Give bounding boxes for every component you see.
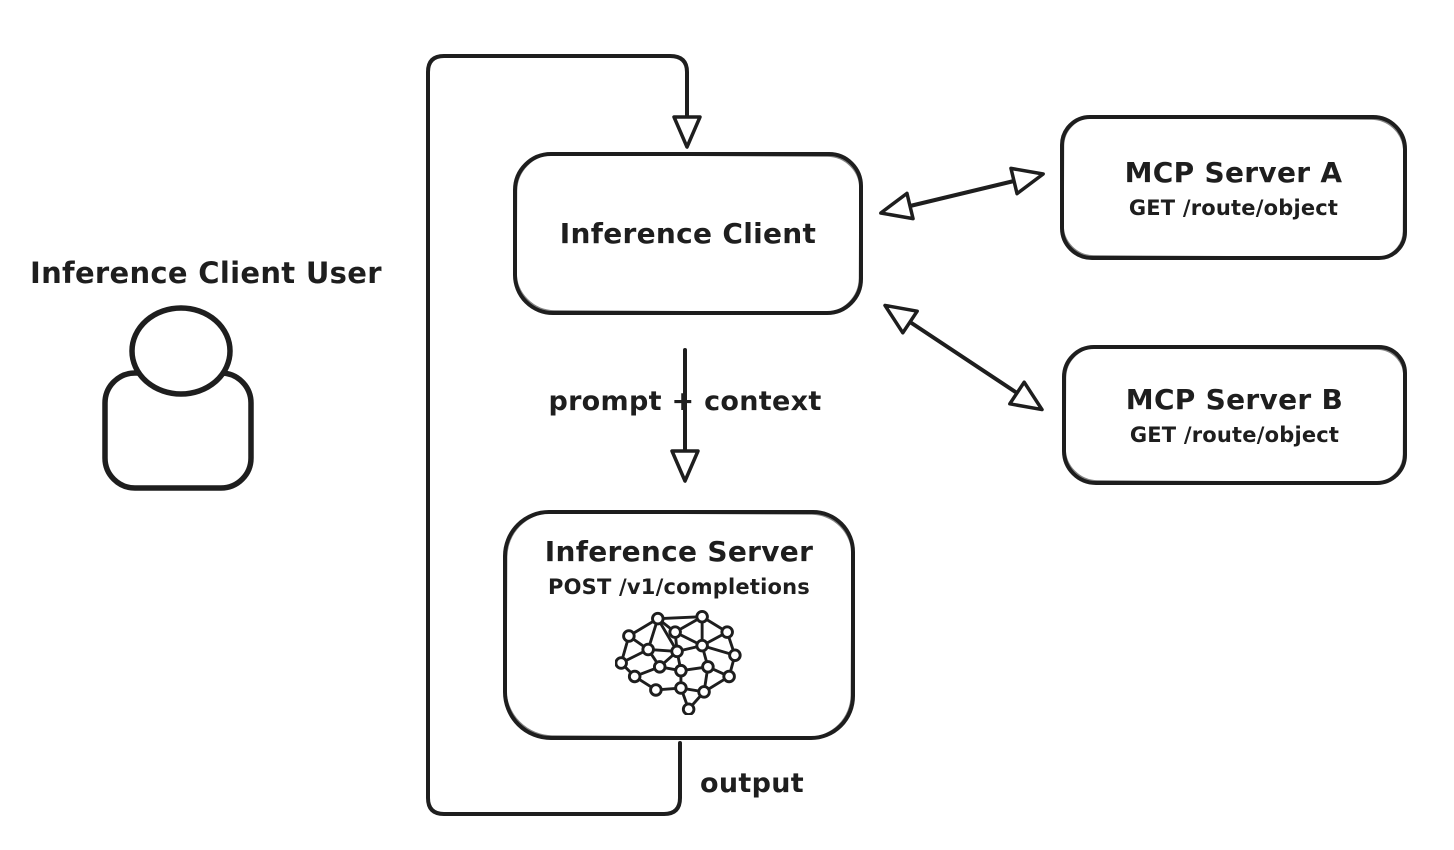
mcp-server-b-title: MCP Server B xyxy=(1125,383,1344,416)
mcp-server-b-arrow xyxy=(883,303,1044,412)
person-head xyxy=(129,305,233,397)
node-mcp-server-a: MCP Server A GET /route/object xyxy=(1060,115,1407,260)
node-inference-client: Inference Client xyxy=(513,152,863,315)
mcp-server-a-arrow xyxy=(879,166,1045,221)
mcp-server-b-endpoint: GET /route/object xyxy=(1129,423,1340,447)
brain-network-icon xyxy=(615,609,742,715)
person-icon xyxy=(102,305,254,491)
prompt-context-label: prompt + context xyxy=(548,386,822,417)
inference-server-endpoint: POST /v1/completions xyxy=(548,575,810,599)
node-inference-server: Inference Server POST /v1/completions xyxy=(503,510,855,740)
node-mcp-server-b: MCP Server B GET /route/object xyxy=(1062,345,1407,485)
user-label: Inference Client User xyxy=(30,256,382,290)
mcp-server-a-title: MCP Server A xyxy=(1124,155,1343,189)
mcp-server-a-endpoint: GET /route/object xyxy=(1128,195,1339,220)
inference-client-title: Inference Client xyxy=(559,217,817,250)
output-label: output xyxy=(700,768,804,799)
inference-server-title: Inference Server xyxy=(544,535,814,568)
